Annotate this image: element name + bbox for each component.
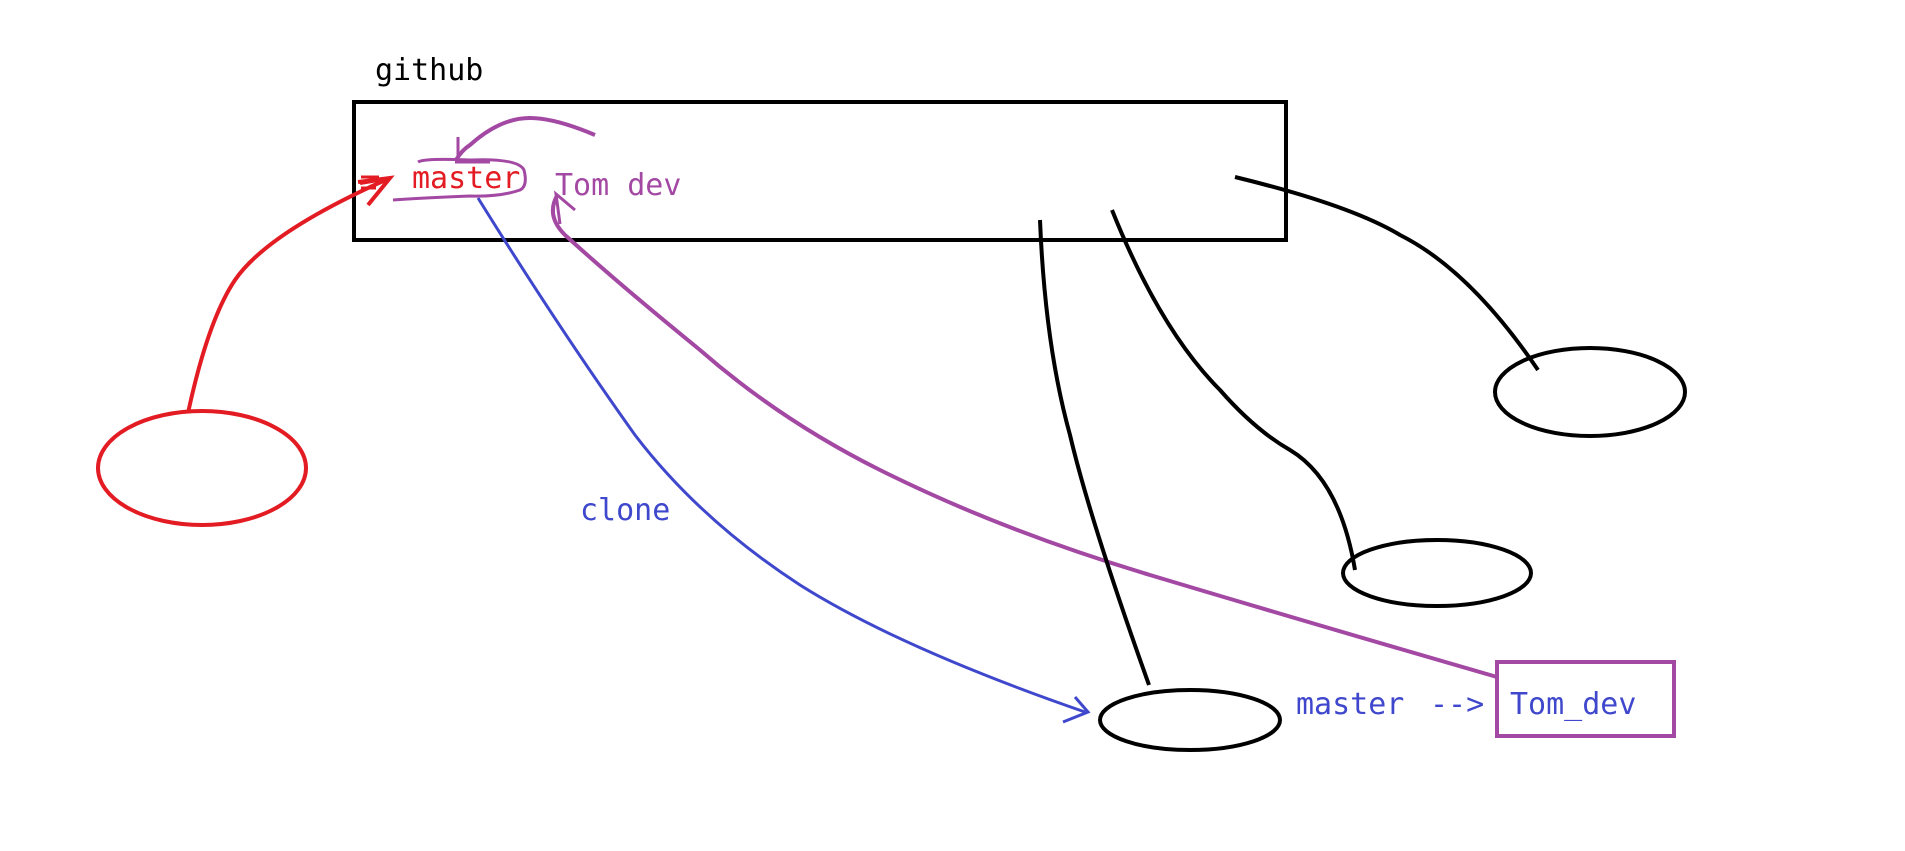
clone-label: clone xyxy=(580,493,670,528)
push-arrowhead xyxy=(357,175,395,207)
collaborator-line-2 xyxy=(1110,209,1357,571)
push-to-master-arrow xyxy=(186,176,391,414)
local-clone-node xyxy=(1098,688,1282,752)
collaborator-line-3 xyxy=(1234,175,1540,372)
push-tom-dev-arrowhead xyxy=(554,190,576,225)
collaborator-node-3 xyxy=(1493,346,1687,438)
red-developer-node xyxy=(96,409,308,527)
collaborator-line-1 xyxy=(1038,219,1151,686)
push-tom-dev-arrow xyxy=(550,192,1498,679)
tom-dev-branch-box xyxy=(1495,660,1676,738)
collaborator-node-2 xyxy=(1341,538,1533,608)
remote-tom-dev-label: Tom dev xyxy=(555,168,681,203)
tom-dev-branch-label: Tom_dev xyxy=(1510,687,1636,722)
github-label: github xyxy=(375,53,483,88)
merge-into-master-arrow xyxy=(454,115,596,162)
master-highlight-loop xyxy=(392,157,527,202)
branch-arrow-label: --> xyxy=(1430,687,1484,722)
remote-master-label: master xyxy=(412,161,520,196)
local-master-label: master xyxy=(1296,687,1404,722)
github-repository-box xyxy=(352,100,1288,242)
clone-arrowhead xyxy=(1062,696,1091,724)
clone-arrow xyxy=(476,197,1086,714)
red-dash-mark xyxy=(361,175,379,190)
